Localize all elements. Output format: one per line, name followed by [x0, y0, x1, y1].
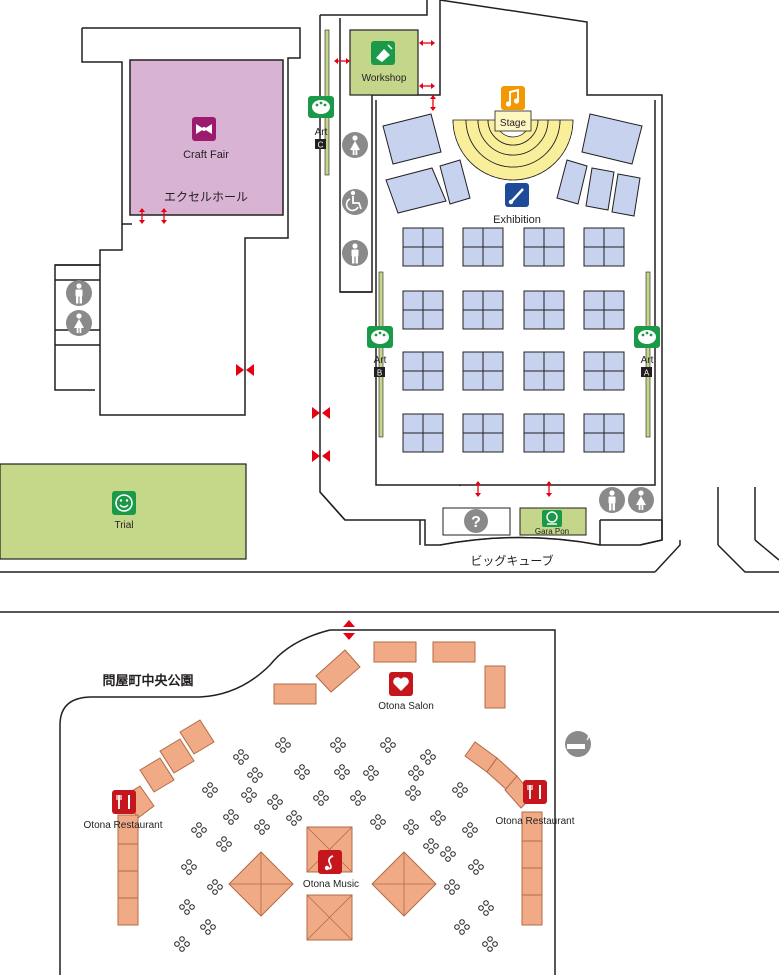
svg-text:?: ? [471, 514, 481, 531]
park-name-label: 問屋町中央公園 [102, 673, 193, 688]
accessible-restroom-icon [342, 189, 368, 215]
otona-restaurant-right-label: Otona Restaurant [496, 816, 575, 827]
entrance-arrow-icon [545, 480, 553, 498]
excel-hall-outline [54, 27, 301, 416]
big-cube-label: ビッグキューブ [470, 553, 553, 568]
female-restroom-icon [66, 310, 92, 336]
otona-music-label: Otona Music [303, 879, 359, 890]
excel-hall-label: エクセルホール [164, 190, 248, 204]
stage-area[interactable] [494, 110, 532, 132]
art-a-letter: A [644, 369, 650, 378]
entrance-arrow-icon [418, 39, 436, 47]
entrance-arrow-icon [474, 480, 482, 498]
workshop-label: Workshop [362, 73, 407, 84]
art-b-letter: B [377, 369, 382, 378]
otona-salon-label: Otona Salon [378, 701, 434, 712]
music-note-icon [501, 86, 525, 110]
gara-pon-label: Gara Pon [535, 527, 569, 536]
otona-restaurant-right-icon [523, 780, 547, 804]
ribbon-icon [192, 117, 216, 141]
male-restroom-icon [342, 240, 368, 266]
stage-seating [452, 119, 574, 181]
female-restroom-icon [628, 487, 654, 513]
art-a-palette-icon[interactable] [634, 326, 660, 348]
booth-block [382, 113, 643, 217]
trial-area[interactable] [0, 463, 247, 560]
booth-grid [402, 227, 625, 453]
entrance-arrow-icon [429, 94, 437, 112]
tent-row [117, 719, 215, 926]
gara-pon-icon [542, 510, 562, 527]
exhibition-icon [505, 183, 529, 207]
tent-row [464, 741, 543, 926]
entrance-arrow-icon [312, 407, 330, 419]
otona-restaurant-left-label: Otona Restaurant [84, 820, 163, 831]
craft-fair-label: Craft Fair [183, 149, 229, 161]
pyramid-tents [228, 826, 437, 941]
smoking-area-icon [565, 731, 591, 757]
female-restroom-icon [342, 132, 368, 158]
otona-restaurant-left-icon [112, 790, 136, 814]
art-a-label: Art [641, 355, 654, 366]
otona-music-icon [318, 850, 342, 874]
entrance-arrow-icon [343, 620, 355, 640]
otona-salon-icon [389, 672, 413, 696]
exhibition-label: Exhibition [493, 214, 541, 226]
workshop-icon [371, 41, 395, 65]
entrance-arrow-icon [418, 82, 436, 90]
male-restroom-icon [66, 280, 92, 306]
question-icon: ? [464, 509, 488, 533]
stage-label: Stage [500, 118, 527, 129]
art-b-label: Art [374, 355, 387, 366]
tent-row [273, 641, 506, 709]
entrance-arrow-icon [312, 450, 330, 462]
entrance-arrow-icon [333, 57, 351, 65]
art-c-palette-icon[interactable] [308, 96, 334, 118]
art-c-label: Art [315, 127, 328, 138]
trial-label: Trial [114, 520, 133, 531]
art-c-letter: C [318, 141, 324, 150]
smile-icon [112, 491, 136, 515]
park-outline [59, 629, 556, 975]
art-b-palette-icon[interactable] [367, 326, 393, 348]
male-restroom-icon [599, 487, 625, 513]
